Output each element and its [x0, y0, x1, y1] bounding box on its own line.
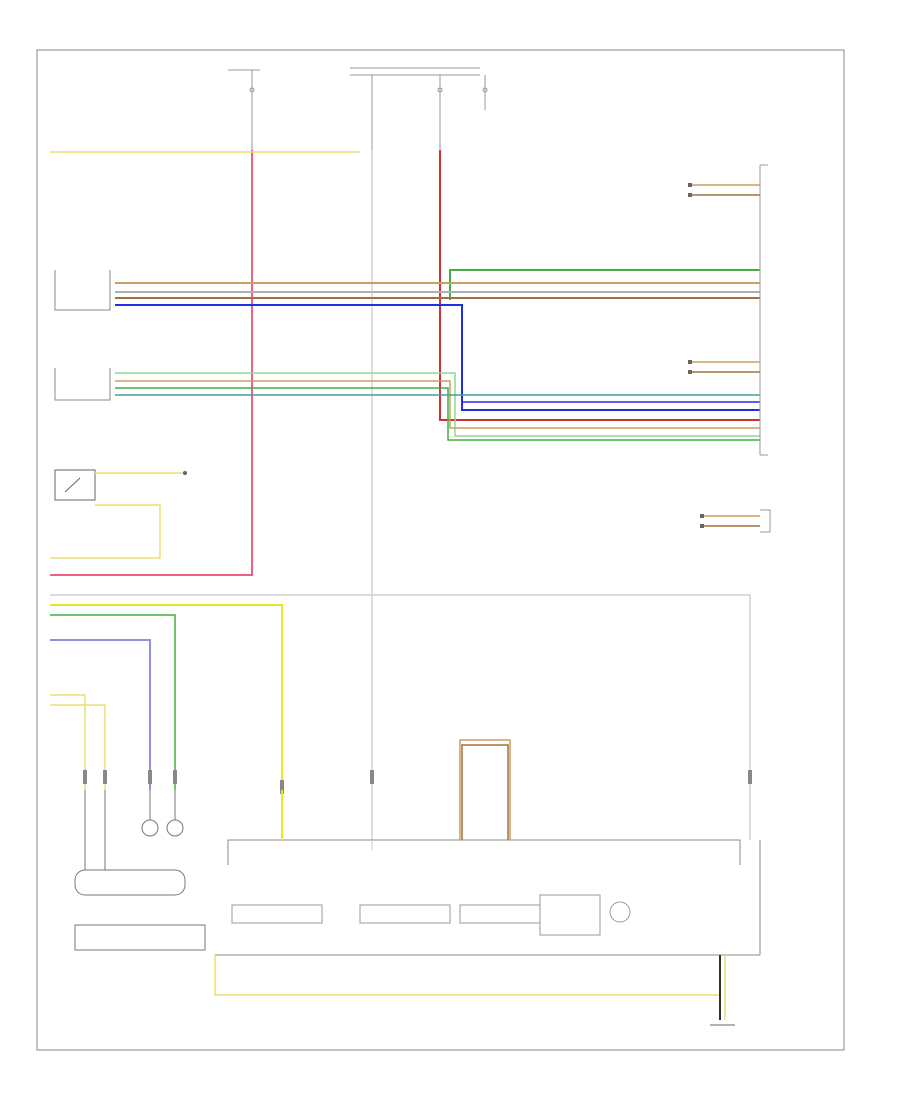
wire-ylw-1	[50, 694, 86, 790]
can-stubs	[688, 183, 760, 528]
wire-red-pnk-vertical	[50, 150, 253, 576]
wire-yellow	[50, 604, 283, 790]
module-loop-wires	[459, 739, 511, 840]
left-front-sensor	[54, 270, 111, 311]
left-rear-sensor	[54, 368, 111, 401]
vertical-feed-wires	[50, 150, 760, 840]
wire-green-1	[449, 269, 760, 300]
headlamp-switch	[50, 469, 187, 559]
wire-tan-2	[115, 380, 760, 429]
wire-light-green	[115, 372, 760, 437]
wire-red-vertical	[439, 150, 760, 421]
lower-connectors	[83, 770, 752, 794]
diagram-frame	[36, 49, 845, 1051]
left-headlamp-assembly	[74, 790, 206, 951]
wire-green-2	[115, 387, 760, 441]
top-power-feeds	[228, 67, 488, 150]
wire-gray-long	[50, 594, 751, 840]
bus-group-top	[115, 269, 760, 411]
lower-feed-wires	[50, 594, 751, 840]
wire-ylw-2	[50, 704, 106, 790]
bus-group-bottom	[115, 372, 760, 441]
wire-blue-1	[115, 304, 760, 411]
gateway-connector	[759, 164, 768, 456]
ground-wires	[214, 955, 735, 1026]
wire-violet	[50, 639, 151, 790]
wire-green-low	[50, 614, 176, 790]
headlamp-control-module	[215, 839, 761, 956]
instrument-cluster-box	[760, 509, 771, 533]
